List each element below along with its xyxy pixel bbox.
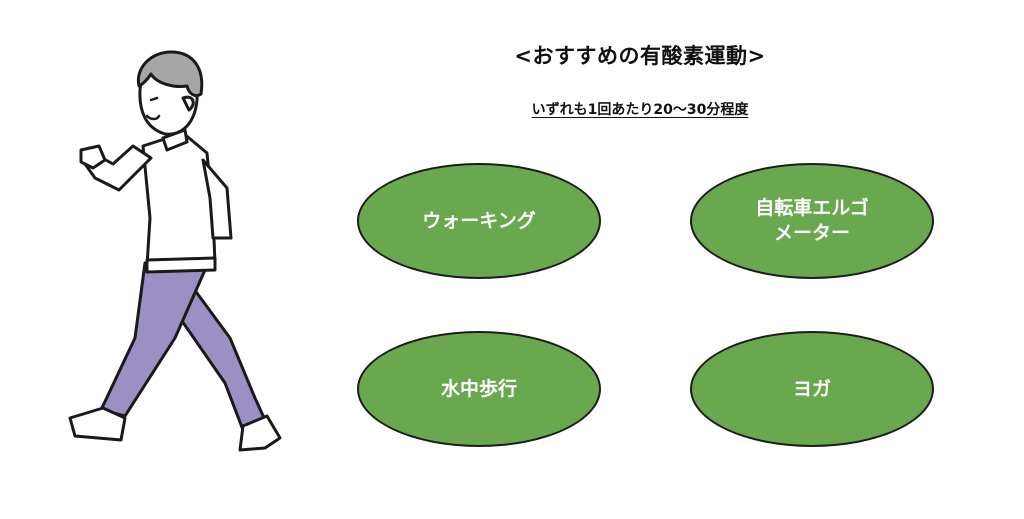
walking-person-icon (68, 50, 282, 452)
duration-note: いずれも1回あたり20〜30分程度 (420, 99, 860, 119)
duration-note-text: いずれも1回あたり20〜30分程度 (531, 102, 749, 118)
exercise-yoga: ヨガ (690, 331, 934, 447)
exercise-water-walking: 水中歩行 (357, 331, 601, 447)
page-title: <おすすめの有酸素運動> (514, 44, 766, 68)
exercise-bicycle-ergometer: 自転車エルゴ メーター (690, 163, 934, 279)
exercise-walking: ウォーキング (357, 163, 601, 279)
